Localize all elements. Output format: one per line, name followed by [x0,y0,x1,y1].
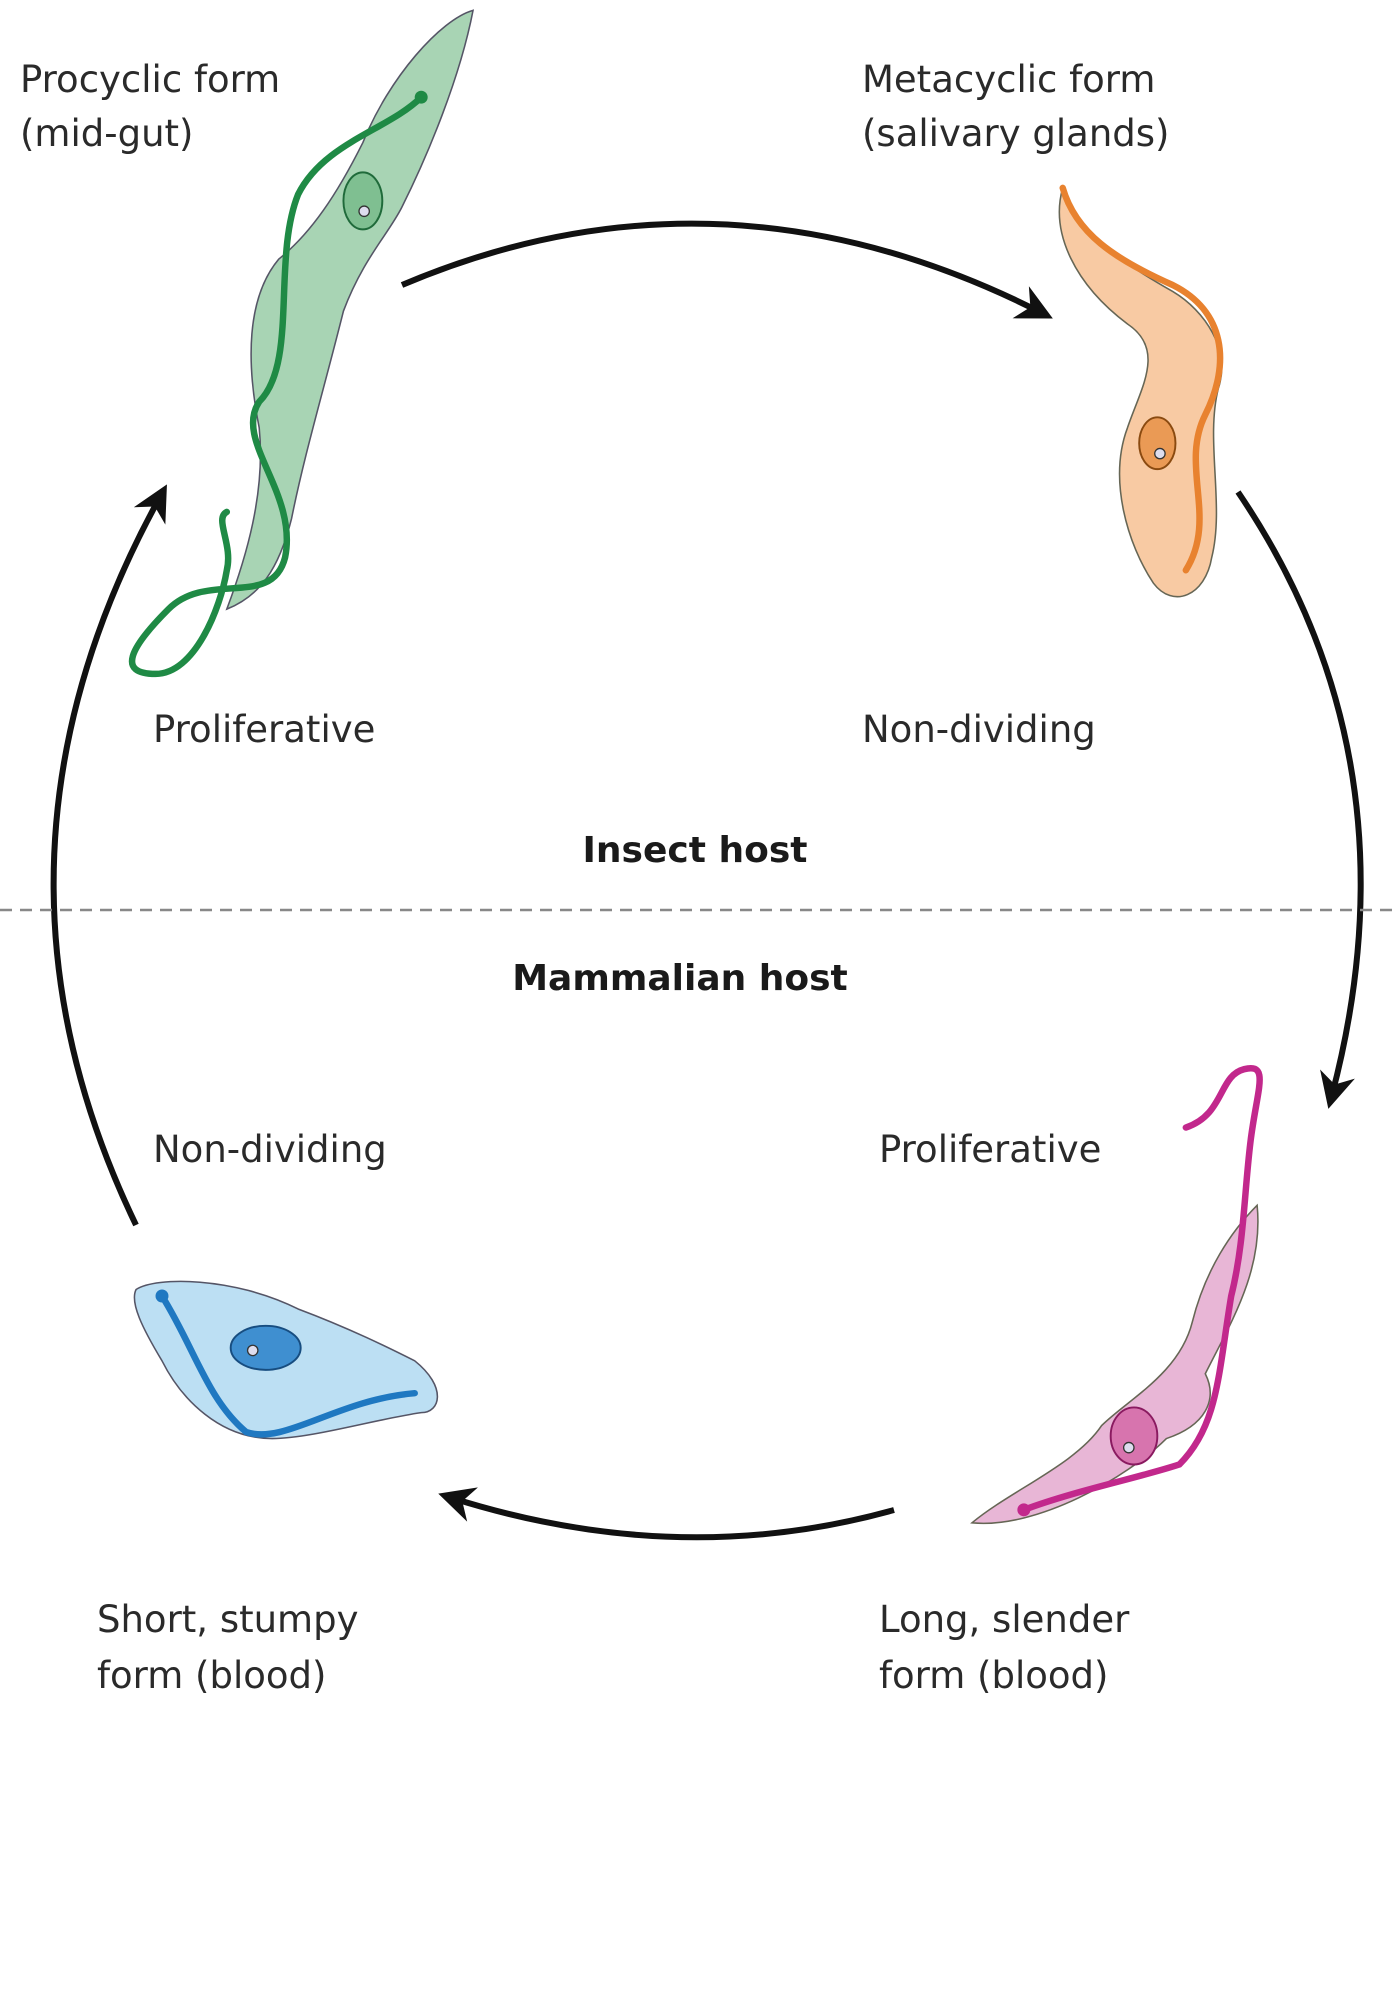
arrow-metacyclic-to-slender [1235,490,1364,1109]
metacyclic-form-label: Metacyclic form [862,58,1155,101]
slender-trypanosome-icon [970,1065,1263,1525]
procyclic-state-label: Proliferative [153,708,375,751]
metacyclic-state-label: Non-dividing [862,708,1096,751]
procyclic-trypanosome-icon [128,9,475,678]
arrow-slender-to-stumpy [438,1487,895,1541]
stumpy-location-label: form (blood) [97,1654,326,1697]
metacyclic-location-label: (salivary glands) [862,112,1169,155]
metacyclic-trypanosome-icon [1058,184,1224,598]
slender-form-label: Long, slender [879,1598,1130,1641]
stumpy-trypanosome-icon [133,1280,439,1440]
stumpy-state-label: Non-dividing [153,1128,387,1171]
arrow-stumpy-to-procyclic [50,484,167,1227]
arrow-procyclic-to-metacyclic [400,220,1053,319]
mammalian-host-label: Mammalian host [512,958,848,999]
slender-state-label: Proliferative [879,1128,1101,1171]
procyclic-location-label: (mid-gut) [20,112,193,155]
insect-host-label: Insect host [583,830,808,871]
procyclic-form-label: Procyclic form [20,58,280,101]
stumpy-form-label: Short, stumpy [97,1598,358,1641]
slender-location-label: form (blood) [879,1654,1108,1697]
